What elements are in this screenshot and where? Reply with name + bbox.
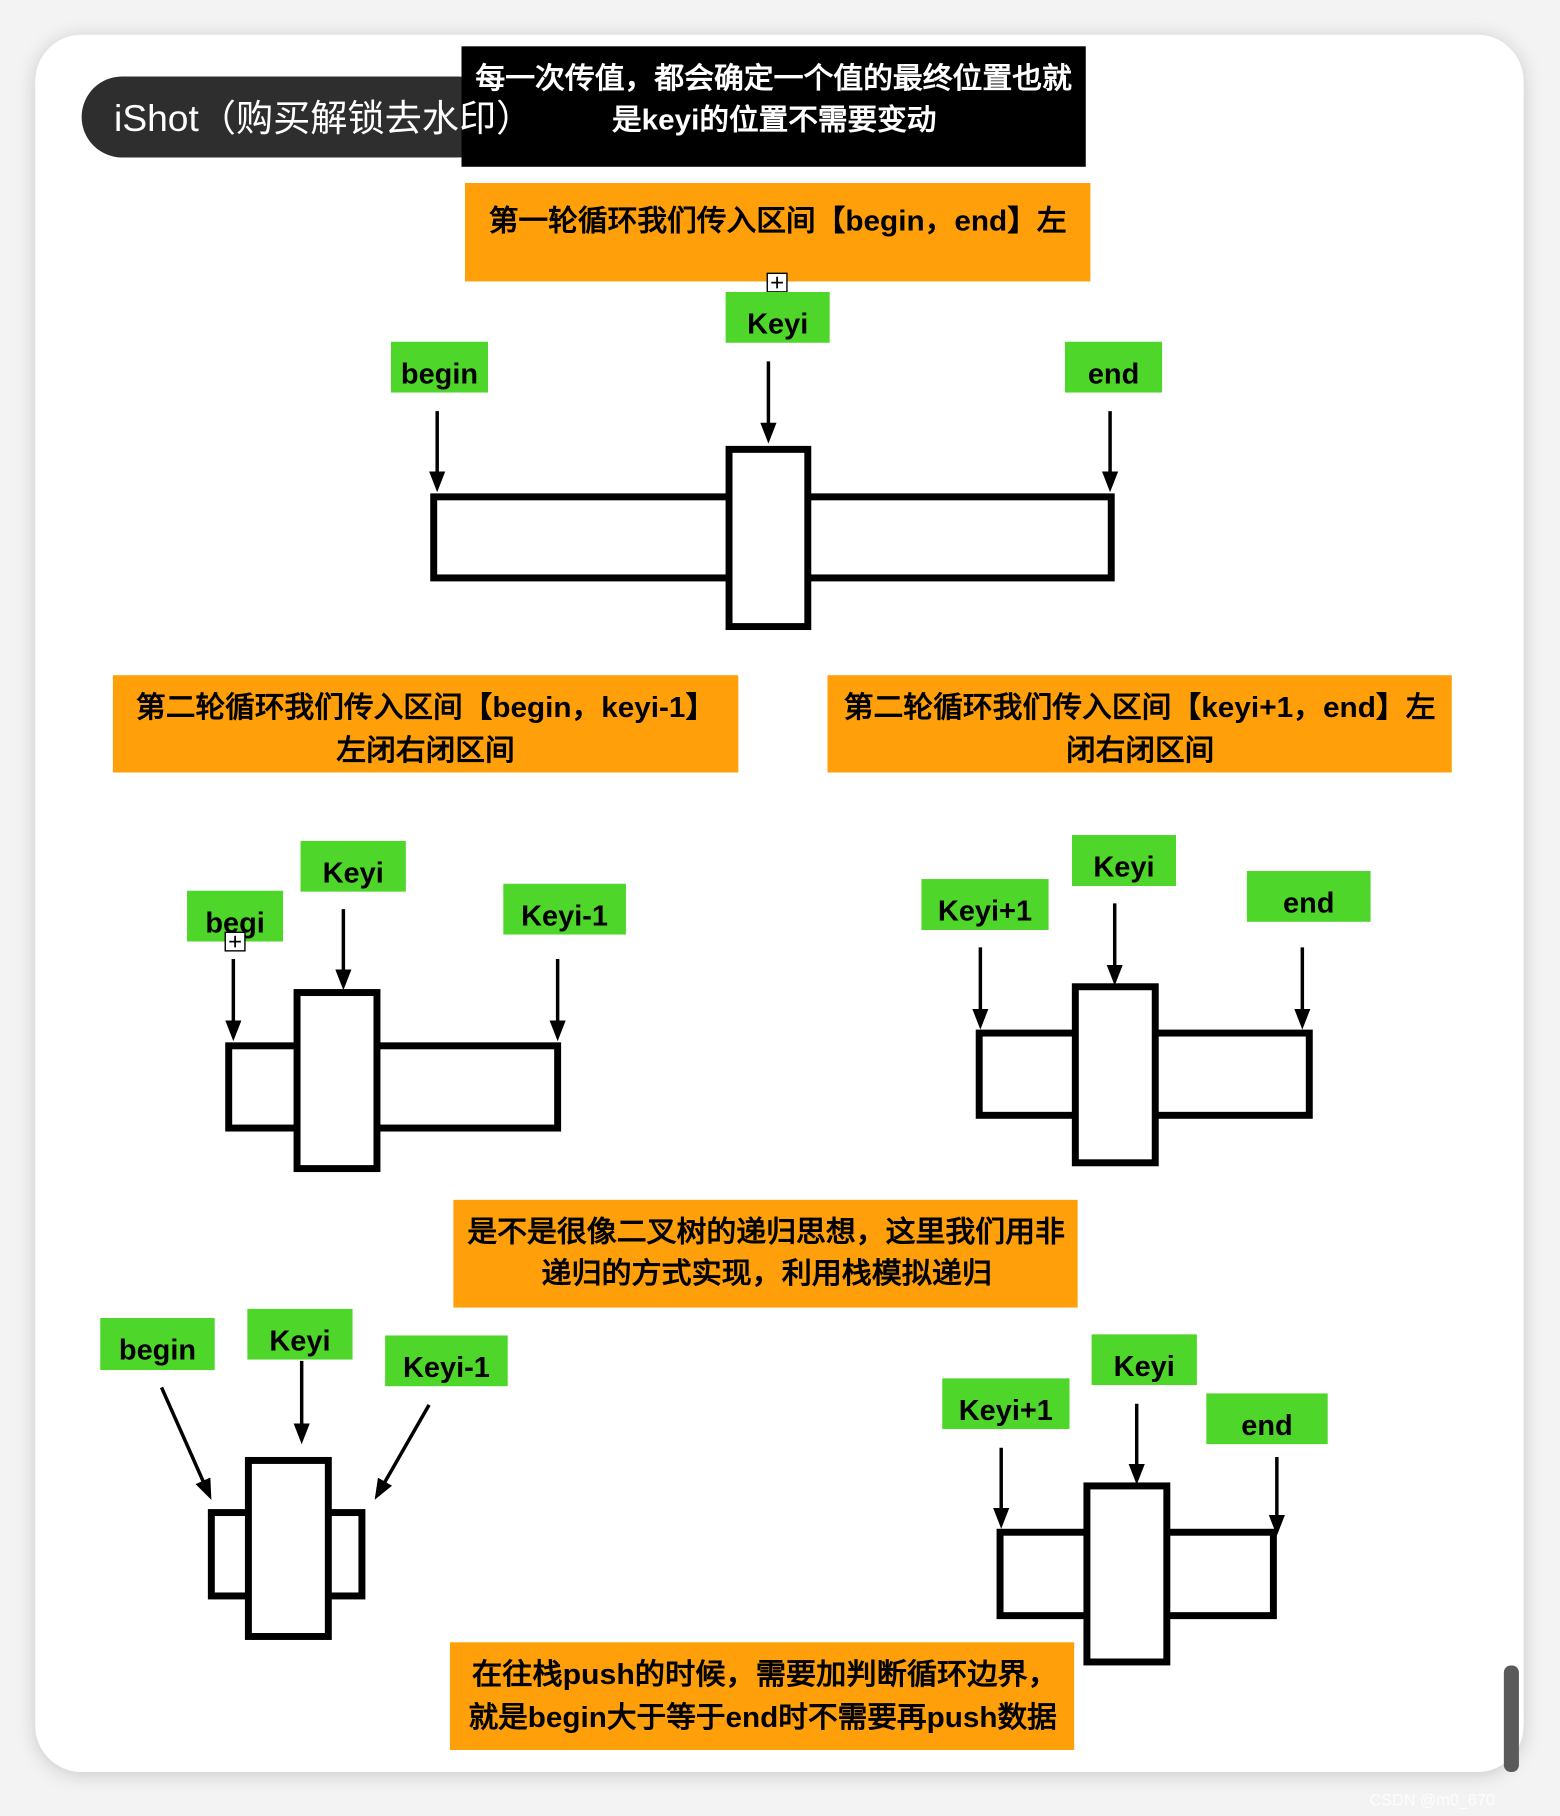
recursion-note-background <box>453 1199 1078 1308</box>
push-note-background <box>449 1642 1075 1750</box>
round1-label-keyi: Keyi <box>725 291 830 343</box>
label-text: Keyi <box>1093 852 1154 884</box>
round2-left-label-end: Keyi-1 <box>503 883 626 935</box>
push-note-line-1: 在往栈push的时候，需要加判断循环边界， <box>472 1658 1058 1691</box>
round2-right-pivot-cell <box>1071 983 1159 1167</box>
label-text: Keyi+1 <box>938 896 1032 928</box>
watermark-pill <box>81 76 499 158</box>
label-background <box>921 879 1049 931</box>
round2-right-label-keyi: Keyi <box>1071 835 1177 886</box>
push-note-line-2: 就是begin大于等于end时不需要再push数据 <box>468 1701 1056 1734</box>
header-note-background <box>461 46 1086 167</box>
label-text: Keyi <box>269 1325 330 1357</box>
round2-left-array-range <box>225 1042 562 1132</box>
round2-left-label-begin: begi <box>187 890 284 942</box>
label-background <box>247 1308 353 1360</box>
round2-left-caption-line-1: 第二轮循环我们传入区间【begin，keyi-1】 <box>136 691 715 724</box>
label-text: end <box>1241 1410 1292 1442</box>
round3-left-pivot-cell <box>244 1456 332 1640</box>
header-note: 每一次传值，都会确定一个值的最终位置也就 是keyi的位置不需要变动 <box>461 46 1086 167</box>
label-background <box>1091 1334 1197 1386</box>
vertical-scrollbar-thumb[interactable] <box>1503 1665 1519 1772</box>
round2-left-caption-line-2: 左闭右闭区间 <box>336 735 514 767</box>
csdn-watermark: CSDN @m0_670 <box>1370 1792 1495 1810</box>
label-background <box>1246 870 1371 922</box>
label-text: begin <box>401 358 478 390</box>
recursion-note-line-2: 递归的方式实现，利用栈模拟递归 <box>541 1257 992 1290</box>
push-note: 在往栈push的时候，需要加判断循环边界， 就是begin大于等于end时不需要… <box>449 1642 1075 1750</box>
round3-left-label-begin: begin <box>100 1317 215 1371</box>
label-background <box>390 341 489 393</box>
label-background <box>725 291 830 343</box>
plus-box-icon[interactable] <box>224 931 246 952</box>
round3-right-label-begin: Keyi+1 <box>942 1378 1070 1430</box>
recursion-note-line-1: 是不是很像二叉树的递归思想，这里我们用非 <box>467 1216 1065 1249</box>
label-background <box>1206 1393 1328 1445</box>
round1-caption: 第一轮循环我们传入区间【begin，end】左 <box>464 182 1091 282</box>
round3-left-arrow-begin <box>159 1386 212 1500</box>
label-text: Keyi-1 <box>521 900 608 932</box>
label-text: Keyi <box>1114 1351 1175 1383</box>
label-background <box>1064 341 1163 393</box>
label-text: Keyi+1 <box>959 1395 1053 1427</box>
label-text: begin <box>119 1335 196 1367</box>
label-background <box>503 883 626 935</box>
label-text: end <box>1088 358 1139 390</box>
round2-right-caption: 第二轮循环我们传入区间【keyi+1，end】左 闭右闭区间 <box>827 675 1452 773</box>
round3-left-arrow-end <box>374 1403 431 1500</box>
label-background <box>1071 835 1177 886</box>
round3-right-label-keyi: Keyi <box>1091 1334 1197 1386</box>
round1-caption-background <box>464 182 1091 282</box>
header-note-line-1: 每一次传值，都会确定一个值的最终位置也就 <box>475 62 1072 95</box>
label-background <box>100 1317 215 1371</box>
round1-caption-text: 第一轮循环我们传入区间【begin，end】左 <box>489 204 1067 237</box>
recursion-note: 是不是很像二叉树的递归思想，这里我们用非 递归的方式实现，利用栈模拟递归 <box>453 1199 1078 1308</box>
round3-left-label-end: Keyi-1 <box>385 1335 508 1387</box>
round2-left-caption-background <box>112 675 739 773</box>
round1-label-begin: begin <box>390 341 489 393</box>
round2-right-label-begin: Keyi+1 <box>921 879 1049 931</box>
round2-right-caption-background <box>827 675 1452 773</box>
label-background <box>300 840 406 892</box>
round1-pivot-cell <box>725 445 812 631</box>
label-text: Keyi <box>323 858 384 890</box>
label-text: end <box>1283 888 1334 920</box>
round3-left-label-keyi: Keyi <box>247 1308 353 1360</box>
header-note-line-2: 是keyi的位置不需要变动 <box>612 104 936 137</box>
round3-right-pivot-cell <box>1083 1482 1171 1666</box>
label-text: Keyi-1 <box>403 1352 490 1384</box>
round2-right-caption-line-1: 第二轮循环我们传入区间【keyi+1，end】左 <box>844 691 1436 724</box>
round2-right-label-end: end <box>1246 870 1371 922</box>
plus-box-icon[interactable] <box>766 272 788 293</box>
round2-left-label-keyi: Keyi <box>300 840 406 892</box>
round3-right-label-end: end <box>1206 1393 1328 1445</box>
label-text: Keyi <box>747 309 808 341</box>
round2-right-caption-line-2: 闭右闭区间 <box>1066 735 1214 767</box>
label-background <box>942 1378 1070 1430</box>
watermark-text: iShot（购买解锁去水印） <box>114 97 533 139</box>
round1-label-end: end <box>1064 341 1163 393</box>
round2-left-pivot-cell <box>293 989 381 1173</box>
round2-left-caption: 第二轮循环我们传入区间【begin，keyi-1】 左闭右闭区间 <box>112 675 739 773</box>
label-background <box>385 1335 508 1387</box>
